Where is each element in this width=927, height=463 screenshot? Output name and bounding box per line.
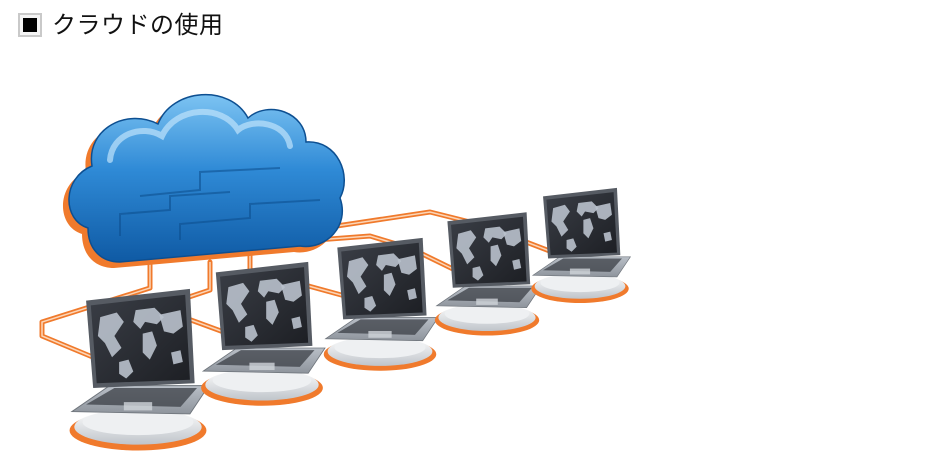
cloud-icon	[62, 94, 345, 269]
laptop-icon	[434, 211, 542, 336]
laptop-icon	[200, 261, 326, 407]
square-bullet-icon	[18, 13, 42, 37]
laptop-icon	[68, 288, 210, 452]
slide-heading: クラウドの使用	[18, 9, 224, 41]
laptop-icon	[530, 187, 631, 304]
laptop-icon	[323, 237, 439, 372]
heading-text: クラウドの使用	[52, 11, 224, 39]
